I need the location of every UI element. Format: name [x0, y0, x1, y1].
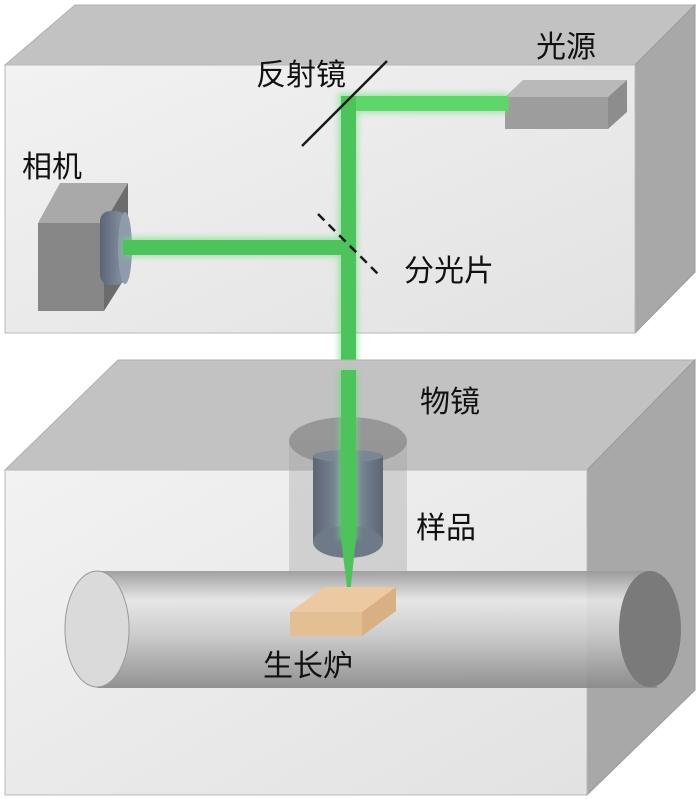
- label-light-source: 光源: [536, 30, 596, 65]
- label-camera: 相机: [22, 150, 82, 185]
- camera: [38, 183, 132, 311]
- mirror: [301, 60, 388, 147]
- laser-beam-lower: [338, 370, 358, 604]
- label-growth-furnace: 生长炉: [263, 649, 353, 684]
- label-beam-splitter: 分光片: [404, 254, 494, 289]
- laser-beam-upper: [123, 93, 508, 373]
- label-objective: 物镜: [420, 385, 480, 420]
- furnace-tube: [64, 570, 681, 688]
- sample-plate: [290, 587, 396, 636]
- label-sample: 样品: [416, 511, 476, 546]
- light-source-block: [505, 80, 627, 129]
- label-mirror: 反射镜: [256, 58, 346, 93]
